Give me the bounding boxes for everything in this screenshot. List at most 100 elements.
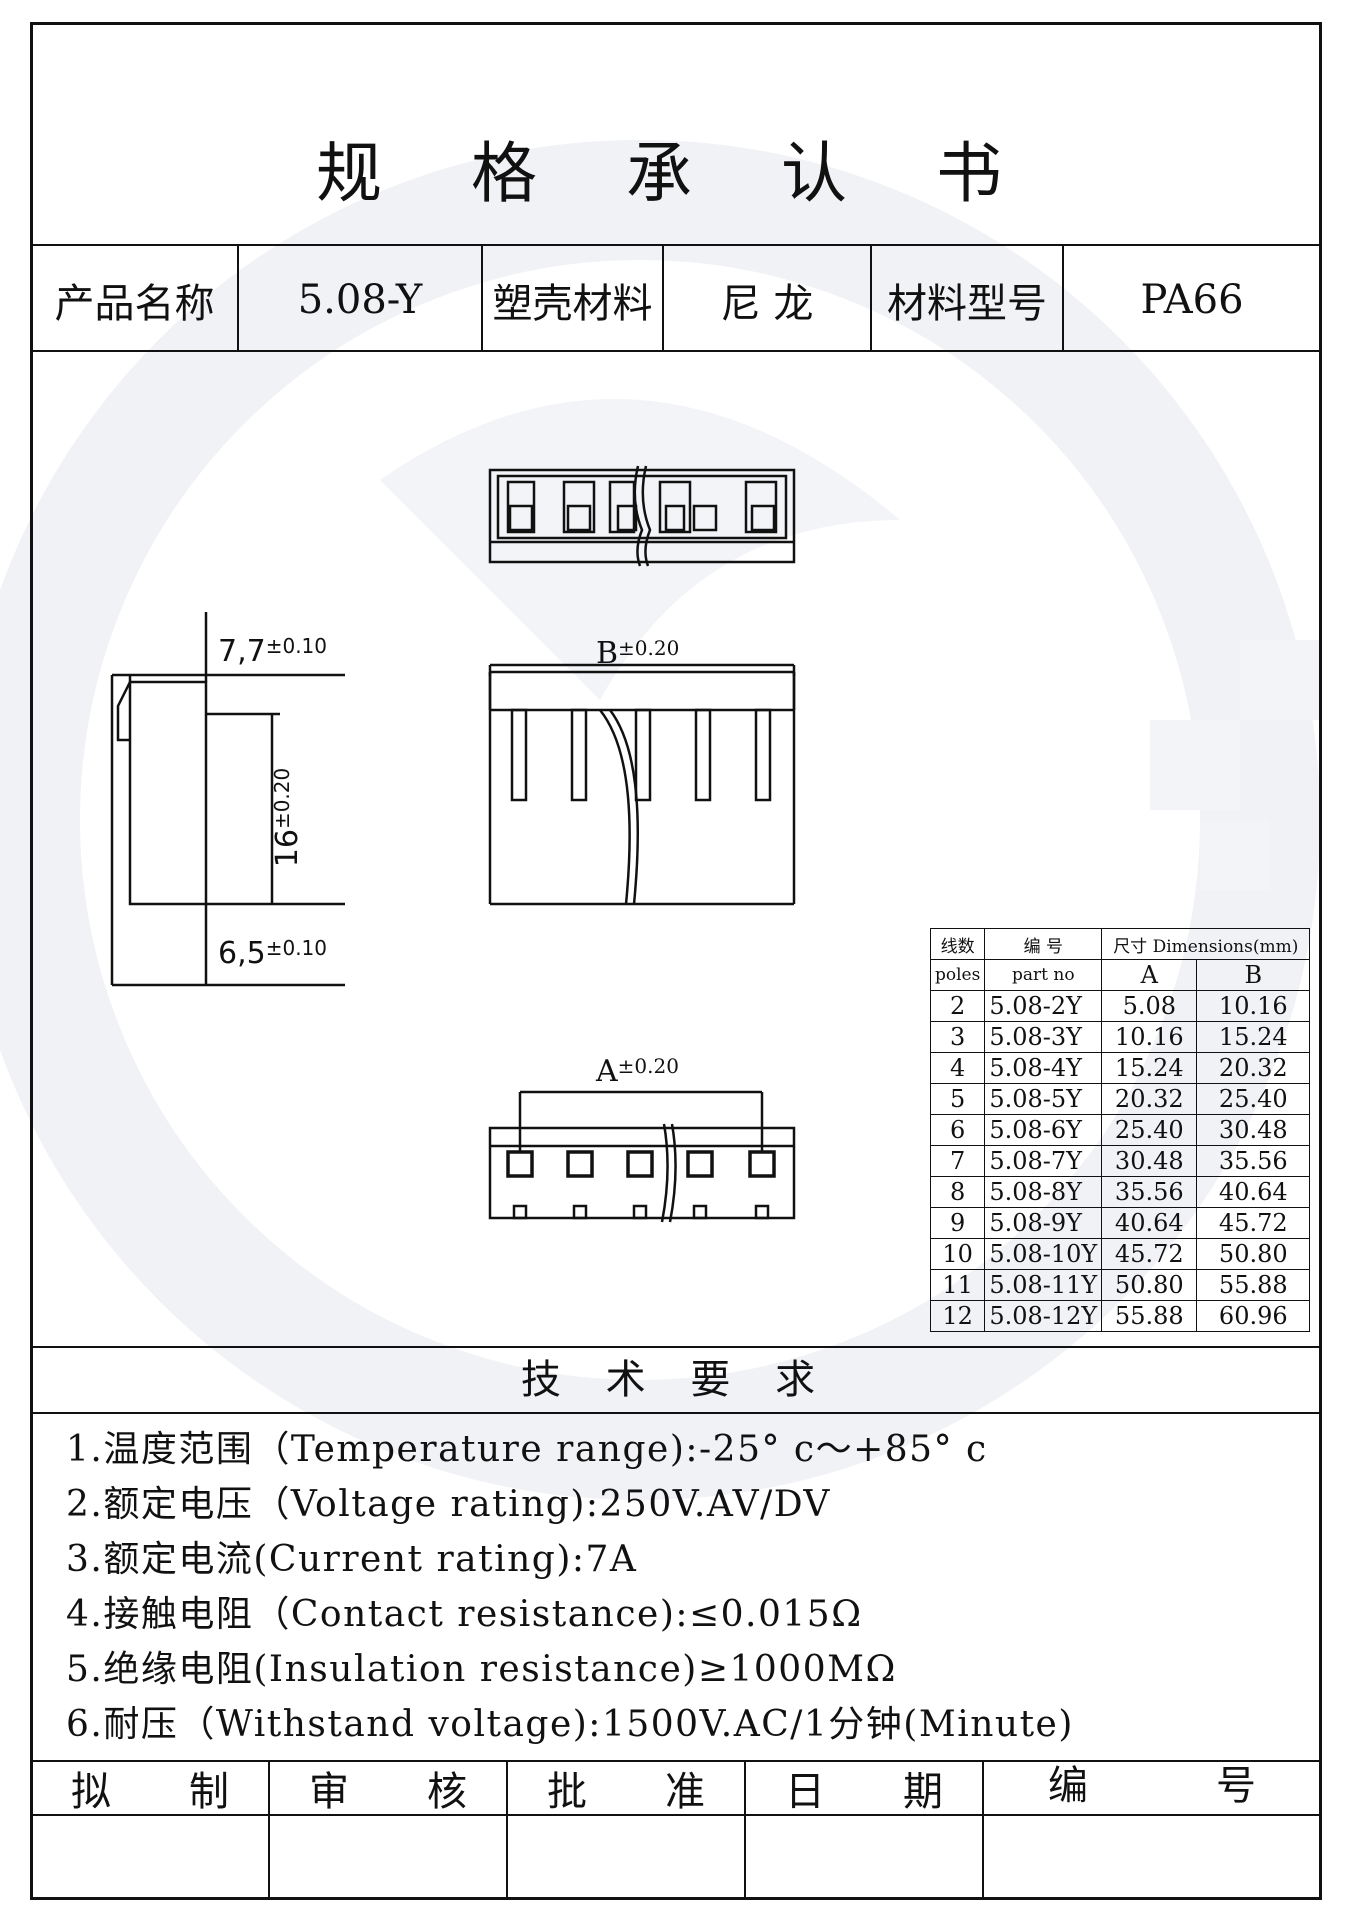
- dim-a-cell: 35.56: [1101, 1176, 1198, 1208]
- requirement-item: 5.绝缘电阻(Insulation resistance)≥1000MΩ: [66, 1649, 897, 1690]
- poles-cell: 8: [929, 1176, 986, 1208]
- header-a: A: [1101, 959, 1198, 991]
- shell-material-label: 塑壳材料: [492, 281, 653, 327]
- poles-cell: 7: [929, 1145, 986, 1177]
- front-view: [488, 663, 796, 906]
- part-no-cell: 5.08-6Y: [984, 1114, 1103, 1146]
- poles-cell: 2: [929, 990, 986, 1022]
- dim-b-cell: 55.88: [1196, 1269, 1311, 1301]
- dim-a-cell: 40.64: [1101, 1207, 1198, 1239]
- dim-a-cell: 20.32: [1101, 1083, 1198, 1115]
- footer-reviewed: 审核: [309, 1769, 467, 1815]
- document-frame: [30, 22, 1322, 1900]
- header-top-line: [30, 244, 1322, 246]
- dim-a-cell: 50.80: [1101, 1269, 1198, 1301]
- part-no-cell: 5.08-3Y: [984, 1021, 1103, 1053]
- header-dimensions: 尺寸 Dimensions(mm): [1101, 928, 1311, 960]
- header-divider: [870, 244, 872, 350]
- bottom-view: [488, 1090, 796, 1223]
- footer-approved: 批准: [547, 1769, 705, 1815]
- part-no-cell: 5.08-11Y: [984, 1269, 1103, 1301]
- poles-cell: 5: [929, 1083, 986, 1115]
- dim-b-cell: 40.64: [1196, 1176, 1311, 1208]
- dim-b-cell: 20.32: [1196, 1052, 1311, 1084]
- poles-cell: 6: [929, 1114, 986, 1146]
- part-no-cell: 5.08-8Y: [984, 1176, 1103, 1208]
- footer-divider: [982, 1760, 984, 1900]
- header-bottom-line: [30, 350, 1322, 352]
- dim-a-cell: 15.24: [1101, 1052, 1198, 1084]
- dim-b-cell: 35.56: [1196, 1145, 1311, 1177]
- product-name-value: 5.08-Y: [297, 277, 423, 323]
- poles-cell: 9: [929, 1207, 986, 1239]
- dim-bottom-label: 6,5±0.10: [218, 936, 328, 971]
- requirement-item: 6.耐压（Withstand voltage):1500V.AC/1分钟(Min…: [66, 1704, 1074, 1745]
- footer-date: 日期: [785, 1769, 943, 1815]
- material-model-label: 材料型号: [887, 281, 1047, 327]
- part-no-cell: 5.08-12Y: [984, 1300, 1103, 1332]
- shell-material-value: 尼 龙: [720, 281, 814, 327]
- header-poles-cn: 线数: [929, 928, 986, 960]
- footer-divider: [506, 1760, 508, 1900]
- material-model-value: PA66: [1140, 277, 1244, 323]
- part-no-cell: 5.08-5Y: [984, 1083, 1103, 1115]
- dim-a-cell: 10.16: [1101, 1021, 1198, 1053]
- dimension-table: 线数 编 号 尺寸 Dimensions(mm) poles part no A…: [929, 928, 1311, 1332]
- header-divider: [481, 244, 483, 350]
- poles-cell: 4: [929, 1052, 986, 1084]
- dim-b-cell: 60.96: [1196, 1300, 1311, 1332]
- side-view: [110, 612, 345, 987]
- dim-a-cell: 30.48: [1101, 1145, 1198, 1177]
- product-name-label: 产品名称: [54, 281, 215, 327]
- header-part-cn: 编 号: [984, 928, 1103, 960]
- tech-top-line: [30, 1346, 1322, 1348]
- header-b: B: [1196, 959, 1311, 991]
- part-no-cell: 5.08-2Y: [984, 990, 1103, 1022]
- tech-bottom-line: [30, 1412, 1322, 1414]
- header-divider: [662, 244, 664, 350]
- part-no-cell: 5.08-10Y: [984, 1238, 1103, 1270]
- poles-cell: 10: [929, 1238, 986, 1270]
- dim-top-label: 7,7±0.10: [218, 634, 328, 669]
- part-no-cell: 5.08-4Y: [984, 1052, 1103, 1084]
- dim-height-label: 16±0.20: [270, 767, 306, 868]
- poles-cell: 11: [929, 1269, 986, 1301]
- dim-a-cell: 45.72: [1101, 1238, 1198, 1270]
- top-view: [488, 465, 796, 567]
- requirement-item: 4.接触电阻（Contact resistance):≤0.015Ω: [66, 1594, 863, 1635]
- dim-b-cell: 30.48: [1196, 1114, 1311, 1146]
- dim-a-cell: 55.88: [1101, 1300, 1198, 1332]
- dim-b-cell: 25.40: [1196, 1083, 1311, 1115]
- document-title: 规 格 承 认 书: [316, 135, 1036, 212]
- part-no-cell: 5.08-7Y: [984, 1145, 1103, 1177]
- footer-drafted: 拟制: [71, 1769, 229, 1815]
- footer-divider: [268, 1760, 270, 1900]
- tech-requirements-title: 技 术 要 求: [520, 1357, 832, 1403]
- dim-a-cell: 5.08: [1101, 990, 1198, 1022]
- footer-top-line: [30, 1760, 1322, 1762]
- poles-cell: 3: [929, 1021, 986, 1053]
- requirement-item: 3.额定电流(Current rating):7A: [66, 1539, 638, 1580]
- header-poles-en: poles: [929, 959, 986, 991]
- dim-b-cell: 15.24: [1196, 1021, 1311, 1053]
- header-divider: [1062, 244, 1064, 350]
- dim-b-label: B±0.20: [596, 636, 680, 671]
- header-part-en: part no: [984, 959, 1103, 991]
- footer-divider: [744, 1760, 746, 1900]
- dim-b-cell: 50.80: [1196, 1238, 1311, 1270]
- requirement-item: 2.额定电压（Voltage rating):250V.AV/DV: [66, 1484, 831, 1525]
- footer-mid-line: [30, 1814, 1322, 1816]
- dim-b-cell: 10.16: [1196, 990, 1311, 1022]
- dim-b-cell: 45.72: [1196, 1207, 1311, 1239]
